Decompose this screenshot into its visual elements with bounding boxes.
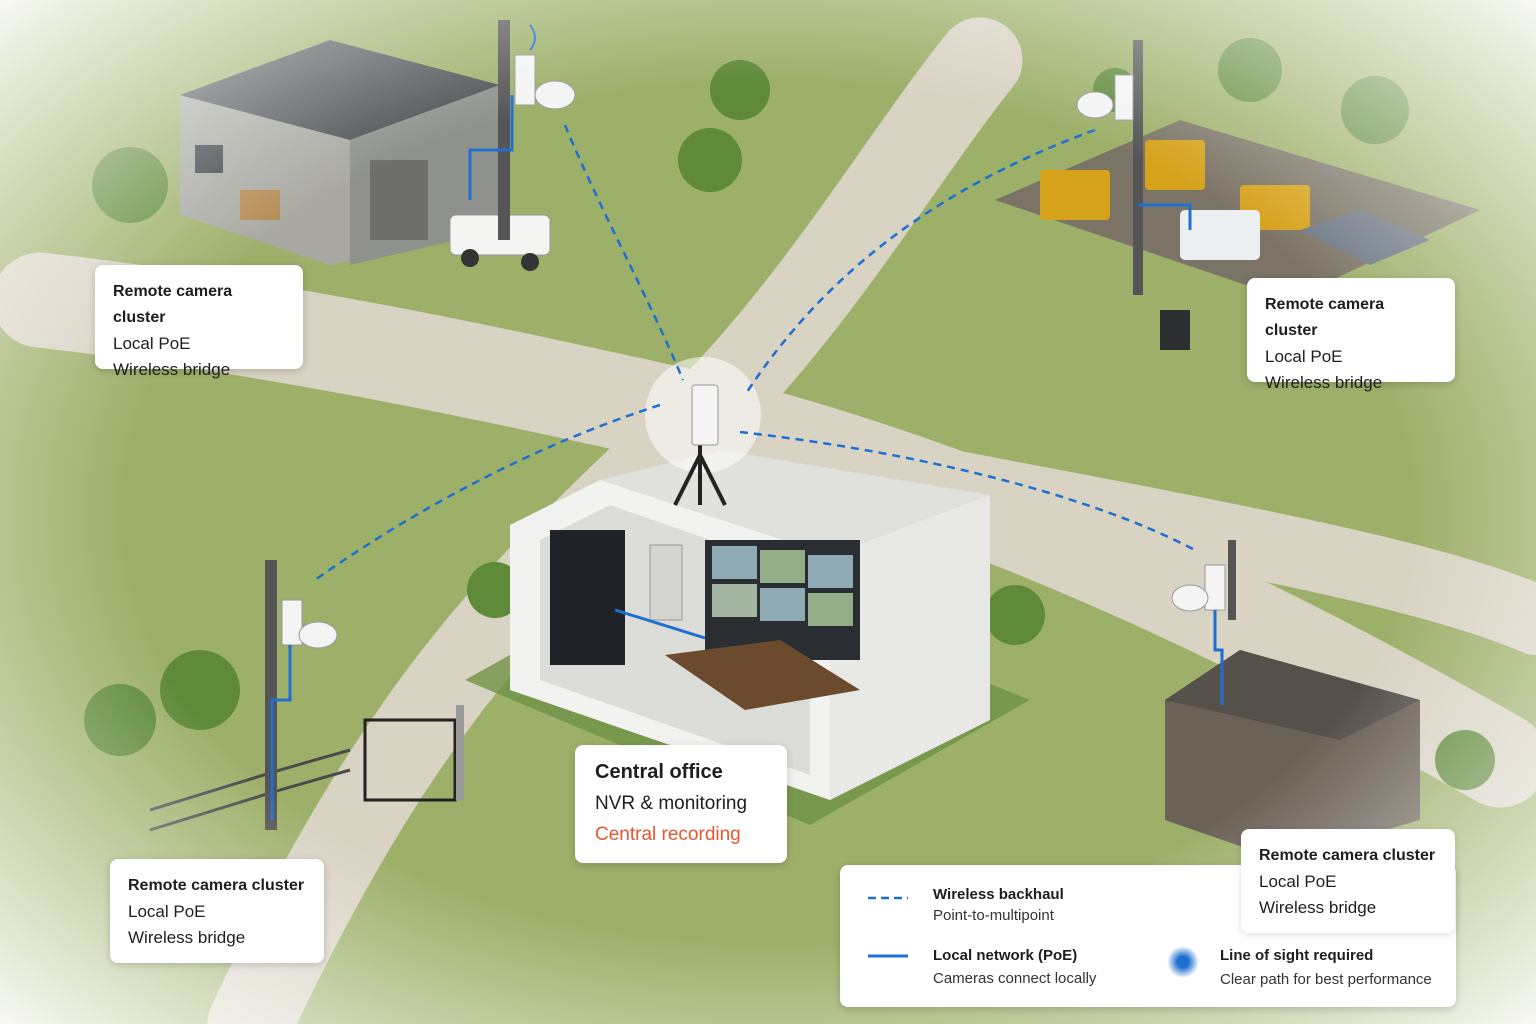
legend-los-title: Line of sight required [1220,947,1374,964]
cluster-line1: Local PoE [1265,347,1343,366]
legend: Wireless backhaul Point-to-multipoint Lo… [840,865,1456,1007]
line-of-sight-icon [1167,946,1199,978]
cluster-line2: Wireless bridge [128,928,246,947]
central-line1: NVR & monitoring [595,793,748,814]
cluster-line1: Local PoE [1259,872,1337,891]
central-office-card: Central office NVR & monitoring Central … [575,745,787,863]
cluster-card-top-right: Remote camera cluster Local PoE Wireless… [1247,278,1455,392]
legend-local-title: Local network (PoE) [933,947,1078,964]
cluster-card-bottom-right: Remote camera cluster Local PoE Wireless… [1241,829,1455,933]
cluster-title: Remote camera cluster [113,283,233,326]
legend-local-sub: Cameras connect locally [933,970,1097,987]
cluster-card-top-left: Remote camera cluster Local PoE Wireless… [95,265,303,379]
legend-wireless-title: Wireless backhaul [933,886,1064,903]
central-title: Central office [595,761,723,783]
cluster-line2: Wireless bridge [1265,373,1383,392]
dashed-line-symbol [868,896,908,900]
cluster-title: Remote camera cluster [1259,847,1436,864]
cluster-line1: Local PoE [128,902,206,921]
solid-line-symbol [868,954,908,958]
cluster-line1: Local PoE [113,334,191,353]
legend-wireless-sub: Point-to-multipoint [933,907,1054,924]
cluster-title: Remote camera cluster [1265,296,1385,339]
cluster-title: Remote camera cluster [128,877,305,894]
cluster-line2: Wireless bridge [113,360,231,379]
cluster-line2: Wireless bridge [1259,898,1377,917]
legend-los-sub: Clear path for best performance [1220,971,1432,988]
central-line2: Central recording [595,824,741,845]
cluster-card-bottom-left: Remote camera cluster Local PoE Wireless… [110,859,324,963]
